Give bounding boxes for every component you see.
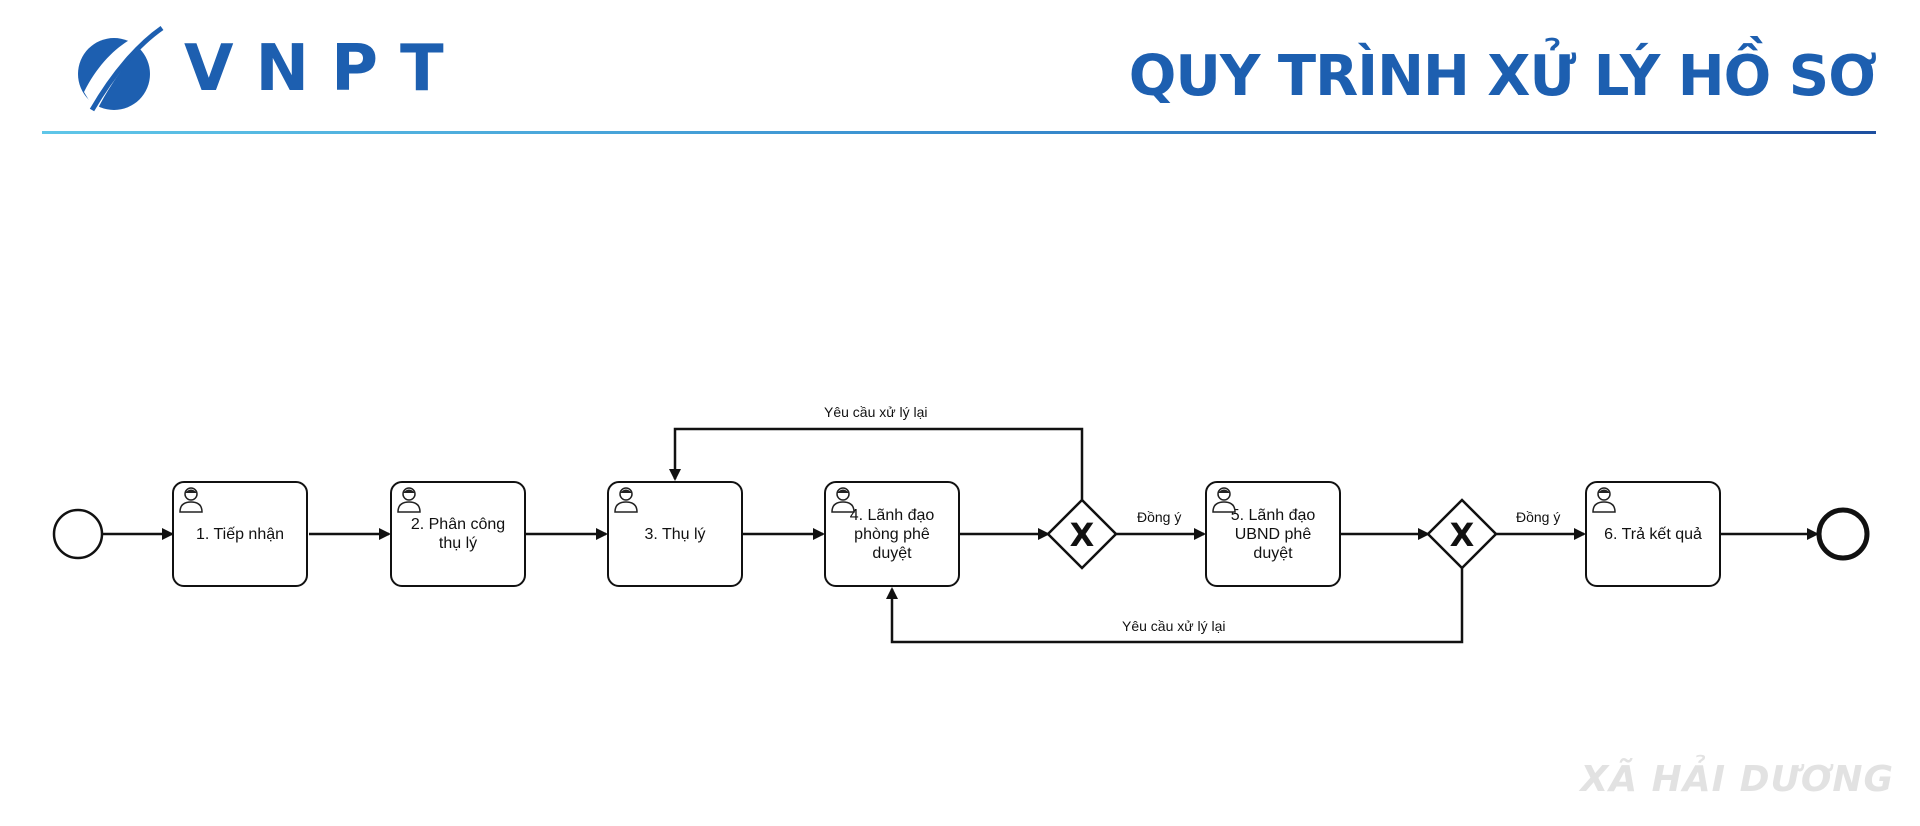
user-icon bbox=[179, 487, 203, 513]
edge-label-approve-1: Đồng ý bbox=[1137, 509, 1182, 525]
end-event bbox=[1816, 507, 1870, 561]
task-label: 5. Lãnh đạo UBND phê duyệt bbox=[1230, 506, 1316, 562]
edge-label-approve-2: Đồng ý bbox=[1516, 509, 1561, 525]
gateway-1: X bbox=[1046, 498, 1118, 570]
task-label: 3. Thụ lý bbox=[644, 525, 706, 543]
task-label: 2. Phân công thụ lý bbox=[410, 516, 506, 552]
edge-label-rework-1: Yêu cầu xử lý lại bbox=[824, 404, 928, 420]
flow-rework-to-task3 bbox=[669, 427, 1084, 500]
user-icon bbox=[1212, 487, 1236, 513]
user-icon bbox=[614, 487, 638, 513]
task-4[interactable]: 4. Lãnh đạo phòng phê duyệt bbox=[824, 481, 960, 587]
vnpt-globe-icon bbox=[78, 25, 164, 112]
gateway-1-symbol: X bbox=[1070, 516, 1095, 554]
vnpt-logo: VNPT bbox=[74, 22, 454, 122]
gateway-2: X bbox=[1426, 498, 1498, 570]
task-1[interactable]: 1. Tiếp nhận bbox=[172, 481, 308, 587]
start-event bbox=[52, 508, 104, 560]
watermark: XÃ HẢI DƯƠNG bbox=[1580, 759, 1894, 800]
flow-rework-to-task4 bbox=[886, 568, 1464, 644]
task-label: 1. Tiếp nhận bbox=[195, 525, 285, 543]
task-5[interactable]: 5. Lãnh đạo UBND phê duyệt bbox=[1205, 481, 1341, 587]
task-2[interactable]: 2. Phân công thụ lý bbox=[390, 481, 526, 587]
task-3[interactable]: 3. Thụ lý bbox=[607, 481, 743, 587]
task-label: 4. Lãnh đạo phòng phê duyệt bbox=[849, 506, 935, 562]
user-icon bbox=[831, 487, 855, 513]
user-icon bbox=[397, 487, 421, 513]
task-label: 6. Trả kết quả bbox=[1604, 525, 1702, 543]
logo-text: VNPT bbox=[184, 32, 466, 106]
process-diagram: X X 1. Tiếp nhận 2. Phân công thụ lý 3. … bbox=[0, 380, 1920, 680]
gateway-2-symbol: X bbox=[1450, 516, 1475, 554]
edge-label-rework-2: Yêu cầu xử lý lại bbox=[1122, 618, 1226, 634]
user-icon bbox=[1592, 487, 1616, 513]
diagram-connectors: X X bbox=[52, 427, 1870, 644]
task-6[interactable]: 6. Trả kết quả bbox=[1585, 481, 1721, 587]
page-title: QUY TRÌNH XỬ LÝ HỒ SƠ bbox=[1128, 44, 1877, 109]
header-divider bbox=[42, 131, 1876, 134]
